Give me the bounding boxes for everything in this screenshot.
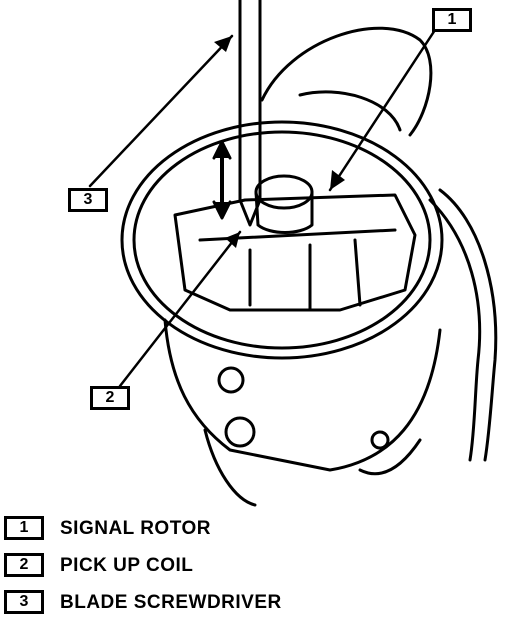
legend-label: BLADE SCREWDRIVER [60,592,282,613]
mounting-screw [217,366,245,394]
distributor-cap-flange [260,26,433,137]
legend-row: 1 SIGNAL ROTOR [0,516,512,542]
legend-row: 3 BLADE SCREWDRIVER [0,590,512,616]
legend-number-box: 1 [4,516,44,540]
blade-screwdriver [238,0,262,227]
housing-rim-outer [120,120,444,360]
callout-2: 2 [90,386,130,410]
legend-label: PICK UP COIL [60,555,194,576]
callout-3: 3 [68,188,108,212]
callout-3-number: 3 [83,191,93,208]
signal-rotor [254,174,314,210]
legend-number-box: 2 [4,553,44,577]
callout-1: 1 [432,8,472,32]
housing-body [163,318,442,472]
wire-harness [438,188,498,462]
distributor-illustration [88,0,498,507]
leader-line-2 [118,230,242,388]
callout-1-number: 1 [447,11,457,28]
legend-row: 2 PICK UP COIL [0,553,512,579]
legend-number-box: 3 [4,590,44,614]
housing-rim-inner [132,130,432,350]
callout-2-number: 2 [105,389,115,406]
mounting-screw [224,416,256,448]
legend-label: SIGNAL ROTOR [60,518,211,539]
leader-line-1 [328,28,437,192]
leader-line-3 [88,34,234,188]
pick-up-coil [173,193,417,312]
